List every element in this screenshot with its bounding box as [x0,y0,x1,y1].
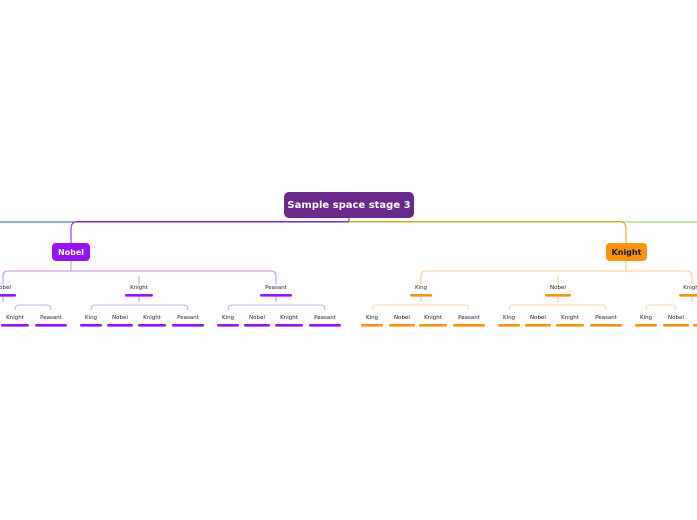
subtopic-underline-0-2[interactable] [260,294,292,297]
leaf-label-1-0-3: Peasant [458,315,480,321]
subtopic-0-1-rail [90,304,189,311]
leaf-label-0-1-0: King [84,315,98,321]
branch-topic-knight[interactable]: Knight [606,243,647,261]
subtopic-label-1-2: Knight [683,285,697,291]
leaf-label-1-2-1: Nobel [668,315,684,321]
subtopic-1-0-rail [371,304,470,311]
leaf-underline-1-0-2[interactable] [419,324,447,327]
mind-map-underlines [0,294,697,327]
leaf-underline-0-1-2[interactable] [138,324,166,327]
subtopic-underline-0-1[interactable] [125,294,153,297]
leaf-label-0-2-3: Peasant [314,315,336,321]
leaf-label-0-2-0: King [221,315,235,321]
leaf-underline-offscreen[interactable] [693,324,697,327]
leaf-label-0-1-1: Nobel [112,315,128,321]
connector-branch-nobel [70,221,349,243]
subtopic-underline-1-0[interactable] [410,294,432,297]
leaf-label-0-1-3: Peasant [177,315,199,321]
leaf-label-1-1-2: Knight [561,315,579,321]
leaf-label-1-1-0: King [502,315,516,321]
connector-branch-knight [349,221,627,243]
leaf-underline-1-1-1[interactable] [525,324,551,327]
leaf-underline-0-1-0[interactable] [80,324,102,327]
leaf-underline-1-0-1[interactable] [389,324,415,327]
subtopic-1-1-rail [508,304,607,311]
leaf-underline-1-2-0[interactable] [635,324,657,327]
leaf-underline-1-0-0[interactable] [361,324,383,327]
subtopic-label-1-0: King [414,285,428,291]
leaf-underline-1-1-3[interactable] [590,324,622,327]
subtopic-underline-1-1[interactable] [545,294,571,297]
subtopic-label-1-1: Nobel [550,285,566,291]
subtopic-label-0-1: Knight [130,285,148,291]
subtopic-underline-1-2[interactable] [679,294,697,297]
leaf-underline-0-2-2[interactable] [275,324,303,327]
leaf-label-1-1-1: Nobel [530,315,546,321]
mind-map-connectors [0,218,697,311]
subtopic-underline-0-0[interactable] [0,294,16,297]
leaf-label-1-1-3: Peasant [595,315,617,321]
leaf-underline-0-1-3[interactable] [172,324,204,327]
leaf-label-1-0-0: King [365,315,379,321]
leaf-underline-1-1-2[interactable] [556,324,584,327]
leaf-underline-1-0-3[interactable] [453,324,485,327]
leaf-label-0-1-2: Knight [143,315,161,321]
leaf-label-1-2-0: King [639,315,653,321]
leaf-underline-0-0-1[interactable] [35,324,67,327]
branch-topic-nobel[interactable]: Nobel [52,243,90,261]
leaf-underline-0-2-3[interactable] [309,324,341,327]
leaf-underline-0-2-0[interactable] [217,324,239,327]
leaf-label-0-0-0: Knight [6,315,24,321]
subtopic-1-2-rail [645,304,677,311]
leaf-label-0-0-1: Peasant [40,315,62,321]
leaf-underline-0-0-0[interactable] [1,324,29,327]
branch-1-rail [420,270,693,277]
branch-0-rail [2,270,277,277]
leaf-label-0-2-1: Nobel [249,315,265,321]
leaf-underline-0-2-1[interactable] [244,324,270,327]
leaf-underline-1-1-0[interactable] [498,324,520,327]
leaf-label-1-0-1: Nobel [394,315,410,321]
subtopic-0-2-rail [227,304,326,311]
subtopic-label-0-2: Peasant [265,285,287,291]
subtopic-label-0-0: Nobel [0,285,11,291]
leaf-underline-1-2-1[interactable] [663,324,689,327]
leaf-underline-0-1-1[interactable] [107,324,133,327]
leaf-label-0-2-2: Knight [280,315,298,321]
root-topic[interactable]: Sample space stage 3 [284,192,414,218]
subtopic-0-0-rail [14,304,52,311]
leaf-label-1-0-2: Knight [424,315,442,321]
